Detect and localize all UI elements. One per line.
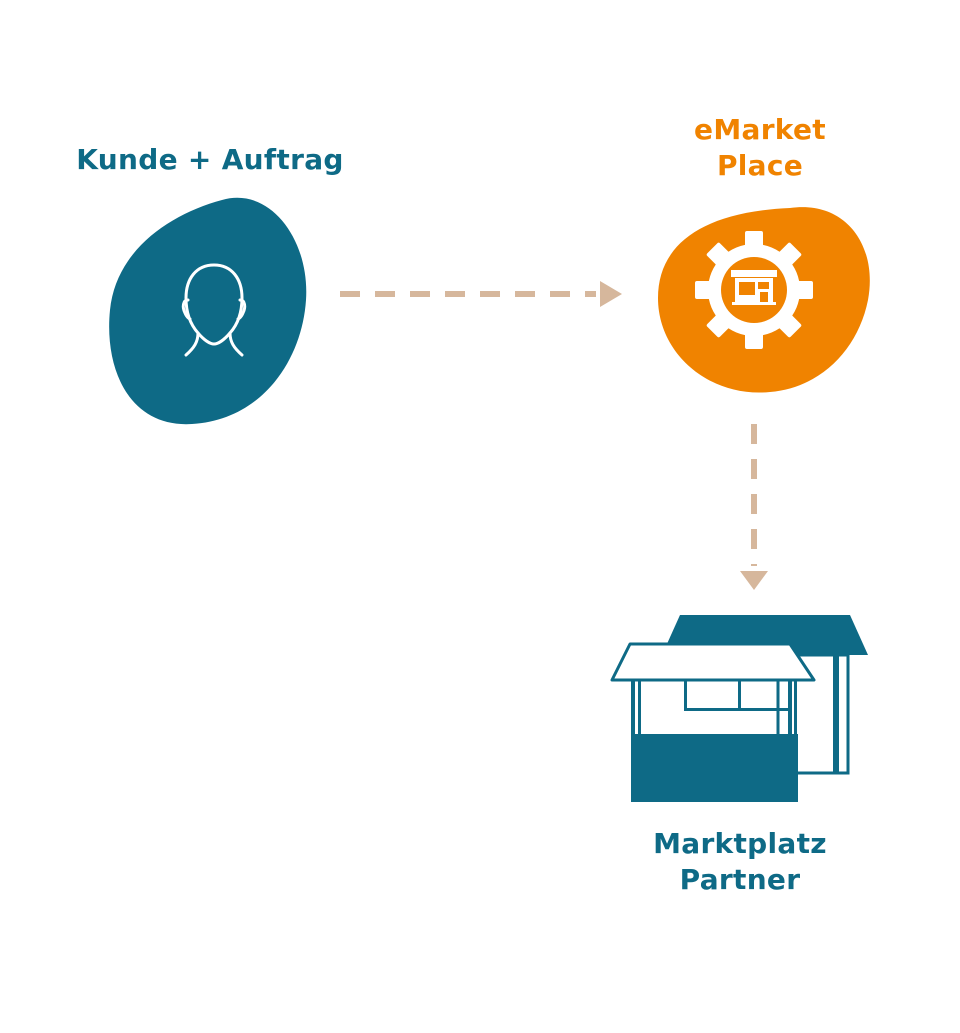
edge-customer-emarket — [340, 281, 622, 307]
emarket-label-line1: eMarket — [694, 113, 826, 146]
customer-label-text: Kunde + Auftrag — [76, 143, 344, 176]
customer-blob — [109, 197, 307, 425]
emarket-node — [658, 207, 870, 393]
customer-label: Kunde + Auftrag — [40, 142, 380, 178]
gear-shop-icon — [695, 231, 813, 349]
edge-emarket-partner — [740, 424, 768, 590]
emarket-label-line2: Place — [716, 149, 804, 182]
market-stalls-icon — [610, 615, 868, 802]
partner-label: Marktplatz Partner — [590, 826, 890, 898]
customer-node — [109, 197, 307, 425]
arrow-down-icon — [740, 571, 768, 590]
arrow-right-icon — [600, 281, 622, 307]
emarket-label: eMarket Place — [640, 112, 880, 184]
front-stall — [610, 642, 816, 802]
person-head-icon — [181, 263, 247, 357]
partner-label-line2: Partner — [679, 863, 801, 896]
partner-label-line1: Marktplatz — [653, 827, 827, 860]
